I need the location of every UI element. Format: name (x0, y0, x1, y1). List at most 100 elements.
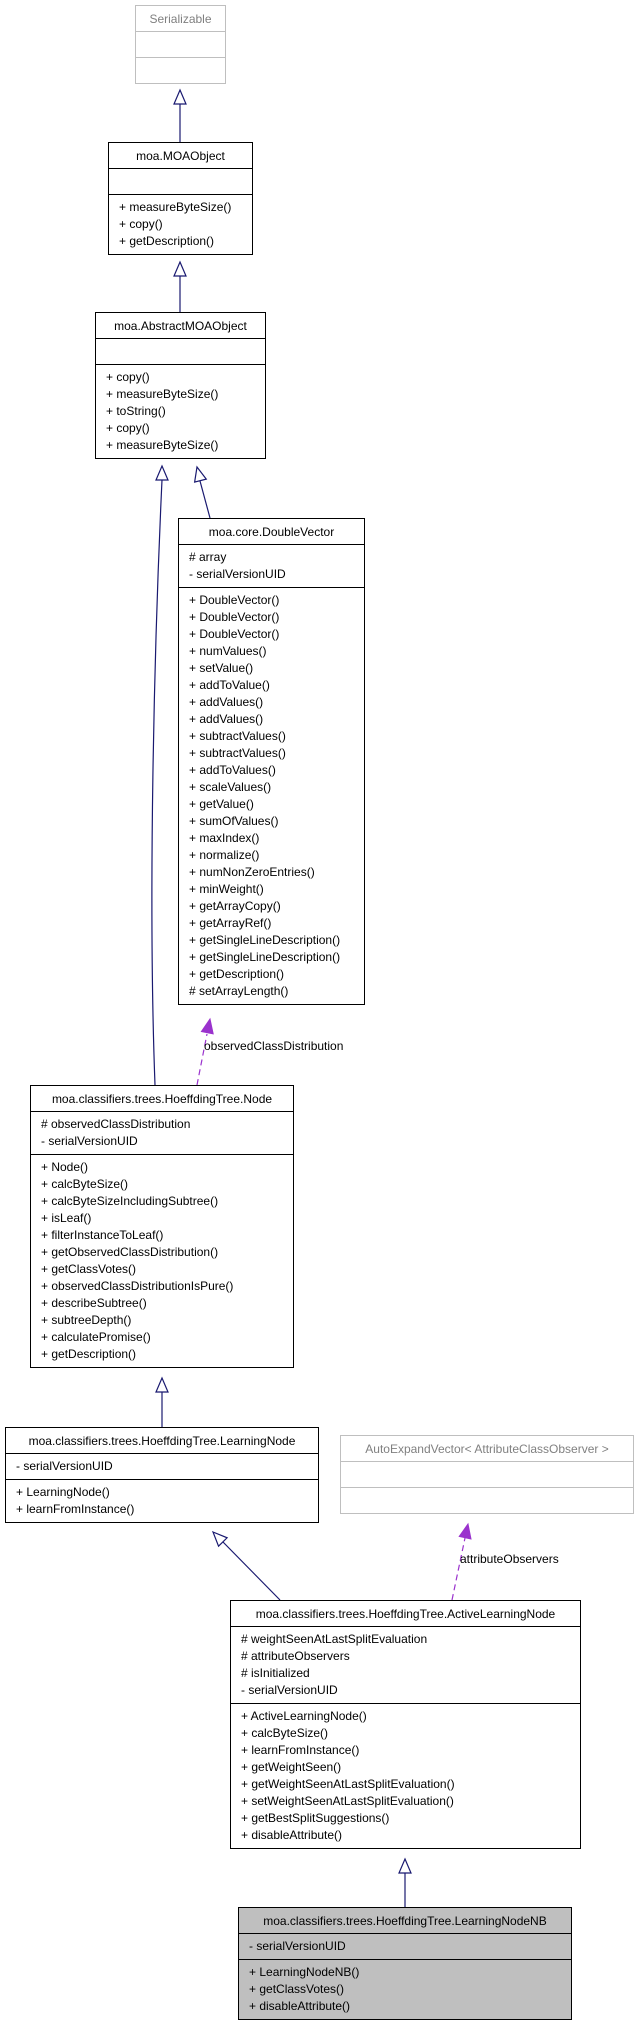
class-member: - serialVersionUID (189, 567, 286, 581)
class-member: + measureByteSize() (106, 438, 219, 452)
class-member: + getClassVotes() (249, 1982, 345, 1996)
class-member: + copy() (119, 217, 163, 231)
class-member: + numValues() (189, 644, 267, 658)
class-operations: + Node() + calcByteSize() + calcByteSizeIn… (31, 1154, 293, 1367)
class-title: moa.classifiers.trees.HoeffdingTree.Acti… (255, 1607, 556, 1621)
class-member: + learnFromInstance() (241, 1743, 360, 1757)
class-attributes (341, 1461, 633, 1487)
class-operations: + LearningNodeNB() + getClassVotes() + dis… (239, 1959, 571, 2019)
class-member: - serialVersionUID (249, 1939, 346, 1953)
class-operations: + copy()+ measureByteSize()+ toString()+… (96, 364, 265, 458)
class-member: + subtractValues() (189, 746, 286, 760)
class-member: + copy() (106, 421, 150, 435)
inheritance-arrowhead (173, 88, 187, 105)
class-member: + addToValues() (189, 763, 276, 777)
class-member: - serialVersionUID (16, 1459, 113, 1473)
class-operations: + measureByteSize()+ copy()+ getDescript… (109, 194, 252, 254)
class-member: + ActiveLearningNode() (241, 1709, 367, 1723)
class-title: moa.classifiers.trees.HoeffdingTree.Node (51, 1092, 273, 1106)
class-member: - serialVersionUID (241, 1683, 338, 1697)
class-member: + LearningNodeNB() (249, 1965, 360, 1979)
inheritance-arrowhead (398, 1857, 412, 1874)
class-member: + subtreeDepth() (41, 1313, 132, 1327)
class-member: # array (189, 550, 227, 564)
class-attributes: # observedClassDistribution - serialVersi… (31, 1111, 293, 1154)
inheritance-edge (151, 479, 163, 1086)
class-member: + observedClassDistributionIsPure() (41, 1279, 234, 1293)
class-member: + calcByteSize() (241, 1726, 329, 1740)
class-operations: + ActiveLearningNode() + calcByteSize() + … (231, 1703, 580, 1848)
association-arrowhead (458, 1522, 472, 1540)
class-member: + disableAttribute() (241, 1828, 343, 1842)
class-member: + describeSubtree() (41, 1296, 147, 1310)
class-member: + disableAttribute() (249, 1999, 351, 2013)
class-attributes (96, 338, 265, 364)
class-member: + numNonZeroEntries() (189, 865, 315, 879)
class-member: + minWeight() (189, 882, 264, 896)
class-title: Serializable (149, 12, 212, 26)
class-autoexpandvector: AutoExpandVector< AttributeClassObserver… (340, 1435, 634, 1514)
inheritance-edge (199, 480, 211, 519)
class-title: moa.core.DoubleVector (208, 525, 335, 539)
class-member: + addValues() (189, 712, 264, 726)
class-member: # setArrayLength() (189, 984, 289, 998)
class-operations: + LearningNode() + learnFromInstance() (6, 1479, 318, 1522)
class-member: # observedClassDistribution (41, 1117, 191, 1131)
class-member: + measureByteSize() (106, 387, 219, 401)
class-member: + measureByteSize() (119, 200, 232, 214)
class-member: + getSingleLineDescription() (189, 933, 341, 947)
class-member: + subtractValues() (189, 729, 286, 743)
class-operations (341, 1487, 633, 1513)
inheritance-arrowhead (173, 260, 187, 277)
class-member: + calcByteSizeIncludingSubtree() (41, 1194, 219, 1208)
class-member: + addValues() (189, 695, 264, 709)
class-member: + normalize() (189, 848, 260, 862)
class-member: + DoubleVector() (189, 593, 280, 607)
class-serializable: Serializable (135, 5, 226, 84)
class-member: + getWeightSeen() (241, 1760, 342, 1774)
class-operations (136, 57, 225, 83)
inheritance-arrowhead (193, 465, 208, 483)
class-member: + learnFromInstance() (16, 1502, 135, 1516)
class-member: + sumOfValues() (189, 814, 279, 828)
class-member: + getClassVotes() (41, 1262, 137, 1276)
class-member: + setValue() (189, 661, 254, 675)
class-title: moa.classifiers.trees.HoeffdingTree.Lear… (263, 1914, 547, 1928)
class-member: # isInitialized (241, 1666, 310, 1680)
class-member: + scaleValues() (189, 780, 272, 794)
class-activelearningnode: moa.classifiers.trees.HoeffdingTree.Acti… (230, 1600, 581, 1849)
class-member: + getDescription() (189, 967, 285, 981)
inheritance-arrowhead (155, 464, 169, 481)
class-operations: + DoubleVector() + DoubleVector() + Double… (179, 587, 364, 1004)
class-attributes (136, 31, 225, 57)
class-member: + LearningNode() (16, 1485, 110, 1499)
class-member: - serialVersionUID (41, 1134, 138, 1148)
class-attributes: - serialVersionUID (6, 1453, 318, 1479)
class-member: + getDescription() (41, 1347, 137, 1361)
class-attributes: # array - serialVersionUID (179, 544, 364, 587)
class-member: + getArrayCopy() (189, 899, 281, 913)
class-title: moa.MOAObject (136, 149, 225, 163)
class-member: + getValue() (189, 797, 254, 811)
association-arrowhead (200, 1017, 214, 1035)
class-member: # attributeObservers (241, 1649, 350, 1663)
inheritance-edge (222, 1541, 281, 1601)
inheritance-arrowhead (211, 1530, 229, 1548)
association-edge (451, 1537, 466, 1601)
class-doublevector: moa.core.DoubleVector # array - serialVer… (178, 518, 365, 1005)
class-node: moa.classifiers.trees.HoeffdingTree.Node… (30, 1085, 294, 1368)
class-member: + calcByteSize() (41, 1177, 129, 1191)
class-member: + filterInstanceToLeaf() (41, 1228, 164, 1242)
class-member: + Node() (41, 1160, 89, 1174)
class-member: + getObservedClassDistribution() (41, 1245, 219, 1259)
class-member: + getArrayRef() (189, 916, 272, 930)
class-member: + addToValue() (189, 678, 270, 692)
class-member: + DoubleVector() (189, 627, 280, 641)
class-member: + getBestSplitSuggestions() (241, 1811, 390, 1825)
class-member: + DoubleVector() (189, 610, 280, 624)
class-learningnode: moa.classifiers.trees.HoeffdingTree.Lear… (5, 1427, 319, 1523)
association-edge (196, 1033, 208, 1086)
edge-label-observed-class-distribution: observedClassDistribution (204, 1039, 344, 1053)
class-learningnodenb: moa.classifiers.trees.HoeffdingTree.Lear… (238, 1907, 572, 2020)
